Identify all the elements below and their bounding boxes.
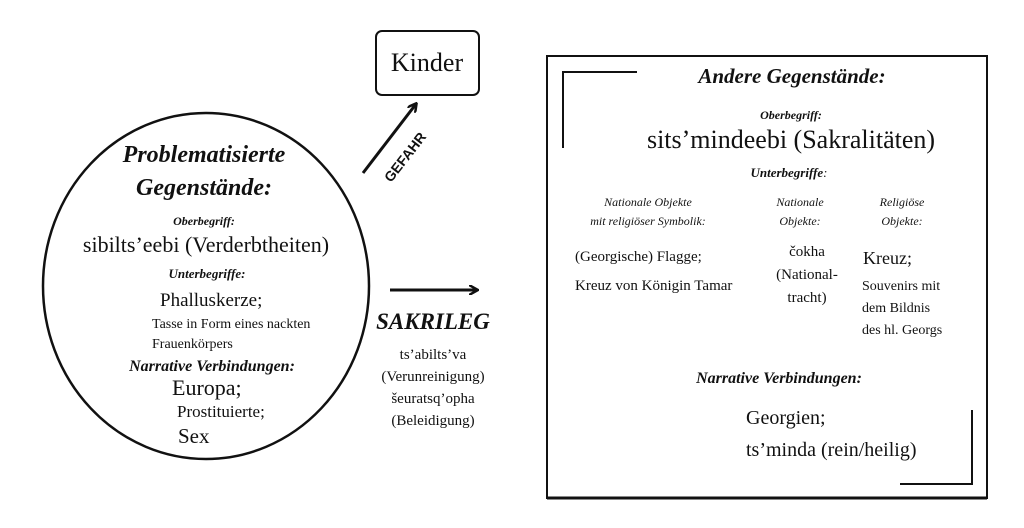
box-oberbegriff-label: Oberbegriff: [760, 108, 822, 122]
box-narrative-tsminda: ts’minda (rein/heilig) [746, 439, 917, 461]
circle-unterbegriffe-label: Unterbegriffe: [168, 266, 246, 281]
col2-item-tracht: tracht) [787, 290, 827, 306]
sakrileg-line-3: šeuratsq’opha [391, 391, 475, 407]
col2-item-cokha: čokha [789, 244, 825, 260]
col3-item-kreuz: Kreuz; [863, 248, 912, 268]
corner-bracket-bottom-right [900, 410, 973, 485]
circle-narrative-label: Narrative Verbindungen: [129, 358, 295, 375]
kinder-box-border [375, 30, 480, 96]
circle-narrative-prostituierte: Prostituierte; [177, 402, 265, 421]
box-unterbegriffe-text: Unterbegriffe [750, 165, 824, 180]
col2-item-national: (National- [776, 267, 838, 283]
col1-item-flagge: (Georgische) Flagge; [575, 249, 702, 265]
box-narrative-label: Narrative Verbindungen: [696, 370, 862, 387]
col1-header-2: mit religiöser Symbolik: [590, 214, 706, 228]
box-oberbegriff-value: sits’mindeebi (Sakralitäten) [646, 125, 936, 154]
box-unterbegriffe-label: Unterbegriffe: [750, 166, 827, 179]
col3-item-bildnis: dem Bildnis [862, 301, 931, 316]
circle-oberbegriff-label: Oberbegriff: [173, 214, 235, 228]
circle-title-line1: Problematisierte [122, 142, 286, 168]
col3-header-1: Religiöse [879, 195, 925, 209]
col3-header-2: Objekte: [881, 214, 923, 228]
col3-item-souvenirs: Souvenirs mit [862, 279, 941, 294]
col2-header-1: Nationale [776, 195, 824, 209]
sakrileg-label: SAKRILEG [376, 309, 490, 334]
box-title: Andere Gegenstände: [698, 64, 886, 88]
sakrileg-line-4: (Beleidigung) [391, 413, 475, 429]
circle-item-phalluskerze: Phalluskerze; [160, 290, 263, 311]
circle-narrative-sex: Sex [178, 424, 210, 448]
sakrileg-line-2: (Verunreinigung) [381, 369, 485, 385]
corner-bracket-top-left [562, 71, 637, 148]
circle-item-frauenkoerpers: Frauenkörpers [152, 337, 233, 352]
gefahr-arrow [361, 104, 416, 174]
circle-oberbegriff-value: sibilts’eebi (Verderbtheiten) [82, 232, 330, 257]
circle-narrative-europa: Europa; [172, 375, 242, 400]
col2-header-2: Objekte: [779, 214, 821, 228]
circle-title-line2: Gegenstände: [136, 175, 272, 201]
col3-item-georgs: des hl. Georgs [862, 323, 943, 338]
problem-circle [41, 111, 371, 461]
box-unterbegriffe-colon: : [823, 165, 828, 180]
col1-header-1: Nationale Objekte [604, 195, 692, 209]
col1-item-kreuz-tamar: Kreuz von Königin Tamar [575, 278, 733, 294]
kinder-label: Kinder [390, 48, 464, 77]
circle-item-tasse: Tasse in Form eines nackten [152, 317, 311, 332]
box-narrative-georgien: Georgien; [746, 407, 826, 429]
sakrileg-line-1: ts’abilts’va [399, 347, 467, 363]
other-objects-box [546, 55, 988, 499]
